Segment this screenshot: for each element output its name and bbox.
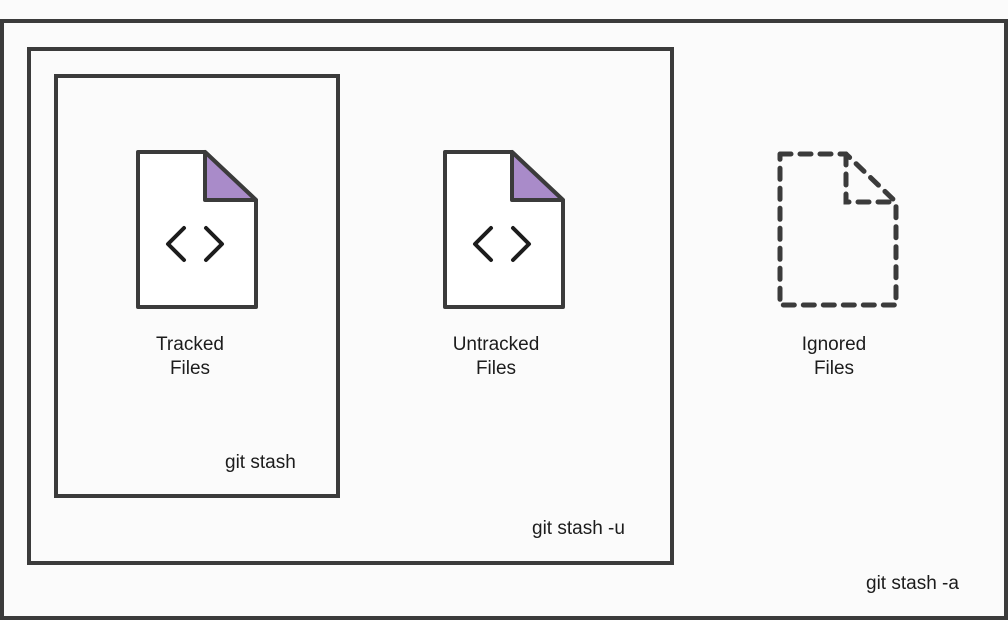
chevron-right-icon bbox=[204, 226, 224, 262]
chevron-right-icon bbox=[511, 226, 531, 262]
scope-box-git-stash bbox=[54, 74, 340, 498]
file-label-ignored: Ignored Files bbox=[754, 333, 914, 381]
scope-box-git-stash-a bbox=[0, 19, 1008, 620]
file-label-line2: Files bbox=[813, 358, 855, 379]
chevron-left-icon bbox=[166, 226, 186, 262]
file-label-untracked: Untracked Files bbox=[416, 333, 576, 381]
chevron-left-icon bbox=[473, 226, 493, 262]
file-label-line1: Untracked bbox=[452, 334, 540, 355]
file-label-line2: Files bbox=[475, 358, 517, 379]
dashed-file-icon bbox=[777, 151, 899, 308]
scope-box-git-stash-u bbox=[27, 47, 674, 565]
command-label-git-stash: git stash bbox=[225, 452, 296, 473]
file-label-tracked: Tracked Files bbox=[110, 333, 270, 381]
code-file-icon bbox=[136, 150, 258, 309]
command-label-git-stash-a: git stash -a bbox=[866, 573, 959, 594]
file-label-line1: Tracked bbox=[156, 334, 224, 355]
file-fold bbox=[510, 150, 565, 202]
file-label-line2: Files bbox=[169, 358, 211, 379]
file-fold bbox=[203, 150, 258, 202]
command-label-git-stash-u: git stash -u bbox=[532, 518, 625, 539]
code-file-icon bbox=[443, 150, 565, 309]
file-label-line1: Ignored bbox=[801, 334, 867, 355]
